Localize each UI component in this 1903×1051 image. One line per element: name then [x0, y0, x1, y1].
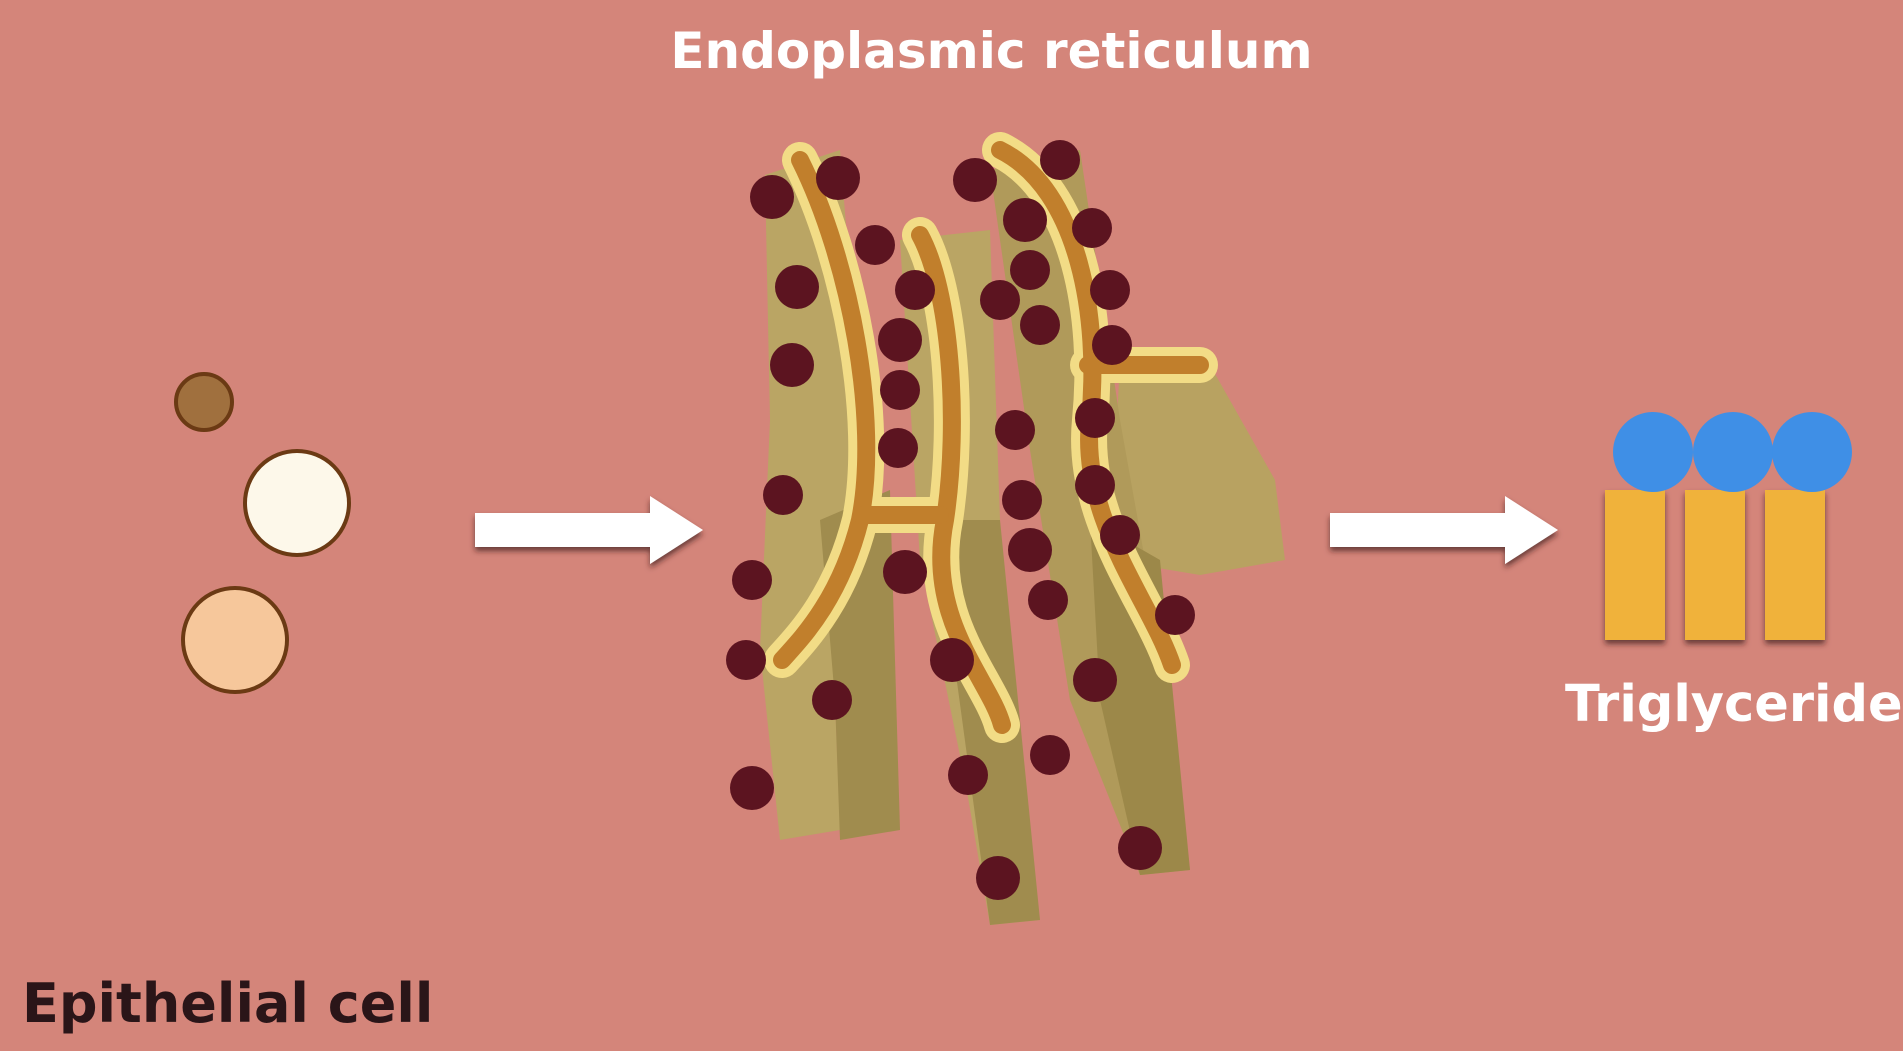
ribosome: [816, 156, 860, 200]
input-molecules: [174, 372, 351, 694]
right-arrow-icon: [475, 496, 703, 564]
ribosome: [750, 175, 794, 219]
ribosome: [1075, 398, 1115, 438]
ribosome: [1155, 595, 1195, 635]
ribosome: [1072, 208, 1112, 248]
molecule-peach: [181, 586, 289, 694]
lipid-tail: [1685, 490, 1745, 640]
ribosomes: [726, 140, 1195, 900]
ribosome: [930, 638, 974, 682]
lipid-head: [1693, 412, 1773, 492]
ribosome: [855, 225, 895, 265]
ribosome: [948, 755, 988, 795]
endoplasmic-reticulum: [726, 132, 1285, 925]
ribosome: [976, 856, 1020, 900]
er-sheet-right-shade: [1090, 520, 1190, 875]
arrow-right: [1330, 496, 1558, 564]
ribosome: [775, 265, 819, 309]
ribosome: [812, 680, 852, 720]
ribosome: [878, 428, 918, 468]
right-arrow-icon: [1330, 496, 1558, 564]
lipid-tails: [1605, 490, 1825, 640]
ribosome: [1030, 735, 1070, 775]
ribosome: [880, 370, 920, 410]
ribosome: [1118, 826, 1162, 870]
er-title: Endoplasmic reticulum: [670, 22, 1313, 80]
lipid-head: [1613, 412, 1693, 492]
ribosome: [995, 410, 1035, 450]
ribosome: [1028, 580, 1068, 620]
triglyceride-molecule: [1605, 412, 1852, 640]
lipid-heads: [1613, 412, 1852, 492]
ribosome: [1003, 198, 1047, 242]
ribosome: [883, 550, 927, 594]
lipid-tail: [1765, 490, 1825, 640]
ribosome: [732, 560, 772, 600]
er-sheet-back-right: [1110, 360, 1285, 575]
ribosome: [1075, 465, 1115, 505]
ribosome: [730, 766, 774, 810]
ribosome: [1092, 325, 1132, 365]
ribosome: [1100, 515, 1140, 555]
epithelial-cell-label: Epithelial cell: [22, 972, 434, 1035]
ribosome: [1073, 658, 1117, 702]
ribosome: [1020, 305, 1060, 345]
molecule-small-brown: [174, 372, 234, 432]
molecule-white: [243, 449, 351, 557]
ribosome: [763, 475, 803, 515]
ribosome: [980, 280, 1020, 320]
ribosome: [1010, 250, 1050, 290]
lipid-head: [1772, 412, 1852, 492]
ribosome: [1002, 480, 1042, 520]
ribosome: [726, 640, 766, 680]
ribosome: [878, 318, 922, 362]
ribosome: [953, 158, 997, 202]
ribosome: [1090, 270, 1130, 310]
ribosome: [1040, 140, 1080, 180]
triglyceride-label: Triglyceride: [1565, 675, 1903, 734]
arrow-left: [475, 496, 703, 564]
ribosome: [1008, 528, 1052, 572]
lipid-tail: [1605, 490, 1665, 640]
ribosome: [895, 270, 935, 310]
ribosome: [770, 343, 814, 387]
